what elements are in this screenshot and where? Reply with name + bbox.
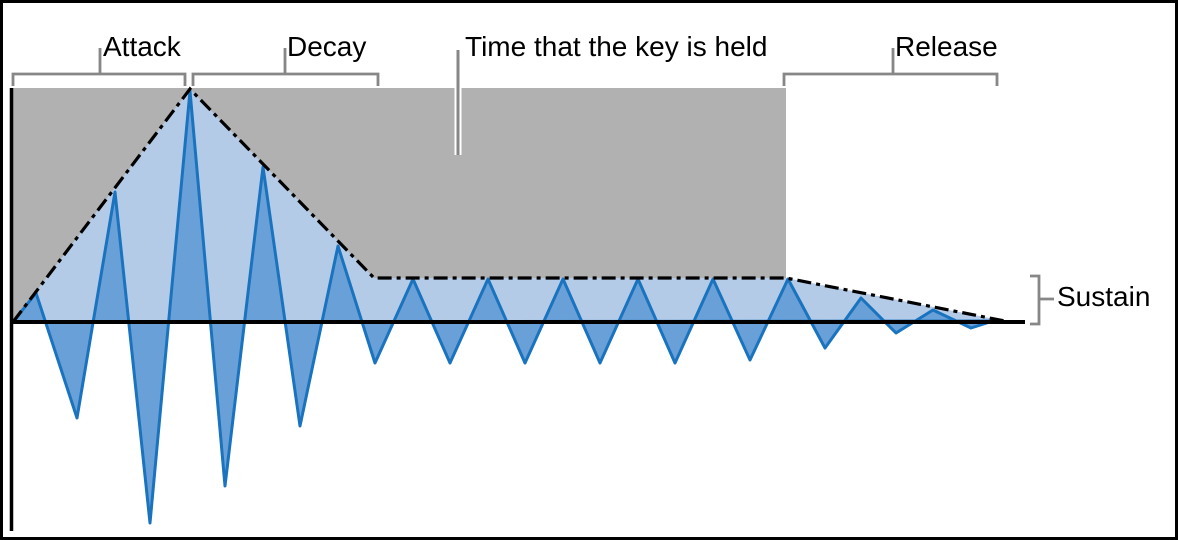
diagram-canvas [9,48,1054,531]
key-held-label: Time that the key is held [465,31,768,62]
sustain-label: Sustain [1057,281,1151,312]
release-bracket [782,48,999,86]
waveform [11,89,995,525]
sustain-bracket [1030,274,1054,326]
envelope-line [11,86,1011,324]
decay-bracket [191,48,380,86]
attack-bracket [11,48,187,86]
decay-label: Decay [287,31,367,62]
attack-label: Attack [103,31,181,62]
release-label: Release [895,31,998,62]
